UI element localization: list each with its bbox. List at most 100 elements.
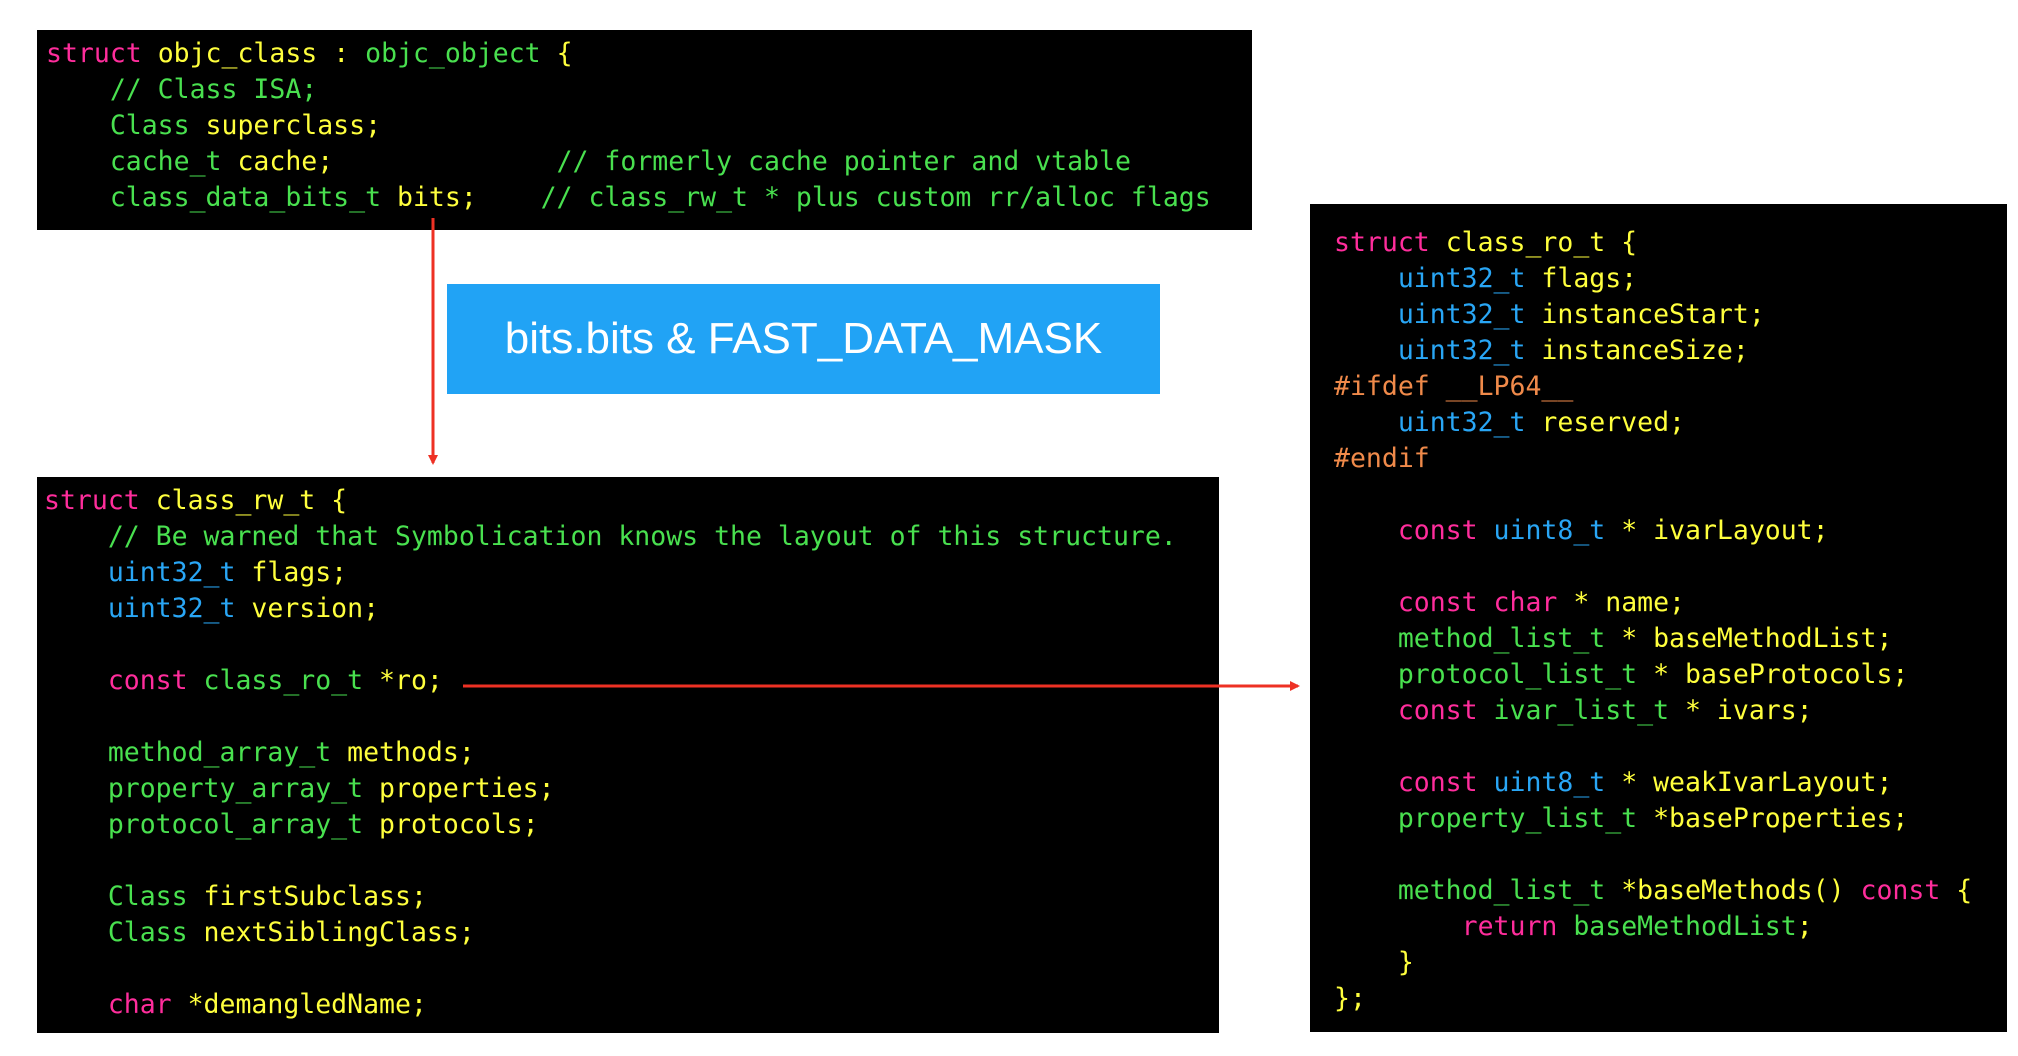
code-token: property_list_t	[1334, 803, 1638, 834]
code-token: const	[1334, 767, 1478, 798]
code-token: ivar_list_t	[1477, 695, 1670, 726]
code-token: cache_t	[46, 146, 222, 177]
code-token: property_array_t	[44, 773, 364, 804]
code-token: // Class ISA;	[46, 74, 318, 105]
code-token: // Be warned that Symbolication knows th…	[44, 521, 1177, 552]
code-token: #ifdef __LP64__	[1334, 371, 1574, 402]
code-token: baseMethodList	[1557, 911, 1797, 942]
code-token: uint32_t	[44, 593, 236, 624]
code-token: * baseMethodList;	[1605, 623, 1893, 654]
code-token: return	[1334, 911, 1558, 942]
code-token: class_ro_t {	[1429, 227, 1638, 258]
code-token: * name;	[1557, 587, 1686, 618]
code-token: methods;	[331, 737, 475, 768]
code-line: const char * name;	[1334, 585, 2007, 621]
code-token: const	[1334, 587, 1478, 618]
code-token: {	[1940, 875, 1973, 906]
code-line: struct objc_class : objc_object {	[46, 36, 1252, 72]
code-line: protocol_list_t * baseProtocols;	[1334, 657, 2007, 693]
code-token: const	[1334, 515, 1478, 546]
code-token: method_array_t	[44, 737, 332, 768]
code-token: Class	[44, 917, 188, 948]
code-token: class_data_bits_t	[46, 182, 382, 213]
code-line: method_list_t *baseMethods() const {	[1334, 873, 2007, 909]
code-line: Class nextSiblingClass;	[44, 915, 1219, 951]
code-line: const uint8_t * ivarLayout;	[1334, 513, 2007, 549]
code-token: const	[44, 665, 188, 696]
code-token: }	[1334, 947, 1414, 978]
code-token: nextSiblingClass;	[187, 917, 475, 948]
code-token: *ro;	[363, 665, 443, 696]
code-token: method_list_t	[1334, 623, 1606, 654]
code-line: cache_t cache; // formerly cache pointer…	[46, 144, 1252, 180]
code-token: char	[44, 989, 172, 1020]
code-token: method_list_t	[1334, 875, 1606, 906]
code-token: * weakIvarLayout;	[1605, 767, 1893, 798]
code-line: uint32_t instanceStart;	[1334, 297, 2007, 333]
code-line: };	[1334, 981, 2007, 1017]
code-token: {	[556, 38, 573, 69]
code-token: protocol_array_t	[44, 809, 364, 840]
code-token: uint32_t	[1334, 299, 1526, 330]
code-token: #endif	[1334, 443, 1430, 474]
code-token: char	[1477, 587, 1558, 618]
code-token: // formerly cache pointer and vtable	[333, 146, 1131, 177]
code-line: method_list_t * baseMethodList;	[1334, 621, 2007, 657]
code-token: objc_class	[141, 38, 334, 69]
code-token: * ivars;	[1669, 695, 1813, 726]
code-token: properties;	[363, 773, 555, 804]
code-token: :	[333, 38, 350, 69]
code-token: flags;	[235, 557, 348, 588]
code-line: // Be warned that Symbolication knows th…	[44, 519, 1219, 555]
code-line: uint32_t version;	[44, 591, 1219, 627]
code-token: uint8_t	[1477, 515, 1606, 546]
code-line: struct class_ro_t {	[1334, 225, 2007, 261]
code-token: uint32_t	[1334, 407, 1526, 438]
code-line: uint32_t reserved;	[1334, 405, 2007, 441]
code-token: * baseProtocols;	[1637, 659, 1909, 690]
objc-class-code-block: struct objc_class : objc_object { // Cla…	[37, 30, 1252, 230]
code-line: struct class_rw_t {	[44, 483, 1219, 519]
code-token: struct	[1334, 227, 1430, 258]
class-rw-code-block: struct class_rw_t { // Be warned that Sy…	[37, 477, 1219, 1033]
code-token: uint32_t	[1334, 335, 1526, 366]
code-token: firstSubclass;	[187, 881, 427, 912]
code-token: };	[1334, 983, 1366, 1014]
code-line: const uint8_t * weakIvarLayout;	[1334, 765, 2007, 801]
code-token: // class_rw_t * plus custom rr/alloc fla…	[476, 182, 1211, 213]
code-line: char *demangledName;	[44, 987, 1219, 1023]
code-token: const	[1334, 695, 1478, 726]
code-token: struct	[46, 38, 142, 69]
code-token: * ivarLayout;	[1605, 515, 1829, 546]
code-line: class_data_bits_t bits; // class_rw_t * …	[46, 180, 1252, 216]
class-ro-code-block: struct class_ro_t { uint32_t flags; uint…	[1310, 204, 2007, 1032]
code-line: method_array_t methods;	[44, 735, 1219, 771]
code-token: Class	[46, 110, 190, 141]
code-line: property_list_t *baseProperties;	[1334, 801, 2007, 837]
code-token: bits;	[381, 182, 477, 213]
code-token: flags;	[1525, 263, 1638, 294]
code-line: uint32_t instanceSize;	[1334, 333, 2007, 369]
code-token: instanceSize;	[1525, 335, 1749, 366]
code-token: struct	[44, 485, 140, 516]
fast-data-mask-label: bits.bits & FAST_DATA_MASK	[447, 284, 1160, 394]
code-line: }	[1334, 945, 2007, 981]
code-token: *demangledName;	[171, 989, 427, 1020]
code-line: property_array_t properties;	[44, 771, 1219, 807]
code-token: instanceStart;	[1525, 299, 1765, 330]
code-token: *baseMethods()	[1605, 875, 1861, 906]
code-line: return baseMethodList;	[1334, 909, 2007, 945]
code-line: Class superclass;	[46, 108, 1252, 144]
code-token: uint8_t	[1477, 767, 1606, 798]
code-token: uint32_t	[44, 557, 236, 588]
code-line: #ifdef __LP64__	[1334, 369, 2007, 405]
code-token: Class	[44, 881, 188, 912]
code-token: const	[1860, 875, 1941, 906]
code-line: uint32_t flags;	[44, 555, 1219, 591]
code-token: version;	[235, 593, 380, 624]
code-line: const class_ro_t *ro;	[44, 663, 1219, 699]
code-token: *baseProperties;	[1637, 803, 1909, 834]
code-token: reserved;	[1525, 407, 1685, 438]
code-line: Class firstSubclass;	[44, 879, 1219, 915]
